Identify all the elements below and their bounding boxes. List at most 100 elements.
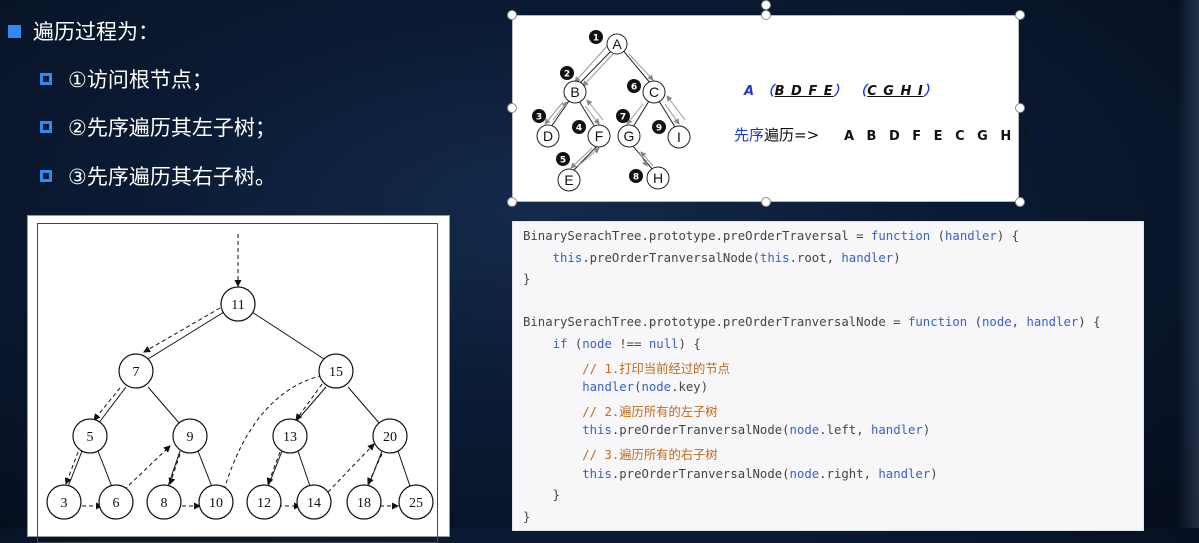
resize-handle-tr[interactable]: [1015, 10, 1025, 20]
tree-node-6: 6: [113, 496, 120, 511]
code-token: }: [523, 488, 561, 503]
code-token: BinarySerachTree.prototype.preOrderTranv…: [523, 315, 908, 330]
hint-right-group: C G H I: [867, 84, 924, 99]
order-mark-8: 8: [629, 169, 643, 183]
hint-root: A: [744, 84, 756, 99]
numeric-tree-svg: 11 7 15 5 9 13 20 3 6 8 10 12 14 18 25: [46, 234, 434, 520]
order-mark-2: 2: [560, 66, 574, 80]
hollow-square-bullet-icon: [40, 121, 52, 133]
numeric-tree-frame: 11 7 15 5 9 13 20 3 6 8 10 12 14 18 25: [37, 223, 438, 543]
node-g: G: [624, 128, 635, 144]
code-line: // 1.打印当前经过的节点: [523, 359, 730, 377]
code-token: node: [982, 315, 1012, 330]
resize-handle-bl[interactable]: [507, 197, 517, 207]
node-i: I: [677, 129, 681, 145]
code-token: ,: [1011, 315, 1027, 330]
tree-node-12: 12: [257, 496, 271, 511]
code-token: this: [582, 466, 612, 481]
preorder-result: 先序遍历=> A B D F E C G H I: [734, 124, 1033, 145]
node-root: A: [612, 36, 622, 52]
code-token: function: [907, 315, 968, 330]
code-token: [523, 467, 582, 481]
tree-node-10: 10: [209, 496, 223, 511]
bullet-step-text: ①访问根节点；: [68, 68, 213, 92]
code-token: [523, 423, 582, 437]
code-token: handler: [841, 250, 894, 265]
code-token: node: [789, 423, 820, 438]
code-token: ) {: [996, 229, 1020, 243]
bullet-step-text: ②先序遍历其左子树；: [68, 116, 276, 140]
tree-node-18: 18: [357, 496, 371, 511]
hint-close-2: ）: [923, 84, 938, 99]
node-e: E: [564, 172, 573, 188]
code-token: null: [648, 337, 679, 351]
resize-handle-tl[interactable]: [507, 10, 517, 20]
resize-handle-mr[interactable]: [1015, 103, 1025, 113]
code-token: node: [582, 337, 612, 351]
code-token: this: [552, 250, 583, 265]
result-label-suffix: 遍历=>: [764, 126, 820, 144]
svg-text:8: 8: [633, 173, 639, 183]
resize-handle-ml[interactable]: [507, 103, 517, 113]
preorder-diagram-panel[interactable]: A B C D F G I E H 1 2 3 4 5 6 7 8 9: [512, 15, 1019, 202]
code-token: [523, 380, 582, 394]
bullet-step-1: ①访问根节点；: [40, 64, 213, 94]
tree-node-5: 5: [87, 430, 94, 445]
tree-node-3: 3: [61, 496, 68, 511]
code-token: node: [641, 380, 672, 395]
code-token: }: [523, 272, 531, 287]
code-token: ) {: [678, 337, 701, 351]
svg-text:5: 5: [560, 156, 566, 166]
code-token: .key): [671, 380, 709, 395]
code-block: BinarySerachTree.prototype.preOrderTrave…: [512, 221, 1144, 531]
code-line: }: [523, 488, 560, 502]
code-token: .right,: [819, 466, 879, 481]
order-mark-4: 4: [572, 120, 586, 134]
node-f: F: [595, 128, 604, 144]
order-mark-9: 9: [652, 120, 666, 134]
resize-handle-tc[interactable]: [761, 10, 771, 20]
code-token: (: [967, 315, 983, 330]
code-token: function: [870, 229, 931, 243]
tree-node-25: 25: [409, 496, 423, 511]
code-token: (: [567, 337, 583, 351]
code-token: (: [930, 229, 946, 243]
code-token: [523, 337, 553, 351]
hint-close-1: ）: [833, 84, 848, 99]
code-token: [523, 362, 582, 376]
code-token: ): [893, 250, 901, 265]
code-line: this.preOrderTranversalNode(this.root, h…: [523, 251, 901, 265]
hollow-square-bullet-icon: [40, 73, 52, 85]
code-token: node: [789, 466, 820, 481]
order-mark-7: 7: [616, 109, 630, 123]
code-token: ): [930, 466, 938, 481]
svg-text:6: 6: [631, 83, 637, 93]
code-line: BinarySerachTree.prototype.preOrderTrave…: [523, 229, 1019, 243]
preorder-grouping-hint: A （B D F E） （C G H I）: [744, 80, 938, 99]
code-token: .preOrderTranversalNode(: [611, 466, 790, 481]
code-line: // 3.遍历所有的右子树: [523, 445, 717, 463]
code-token: .preOrderTranversalNode(: [611, 423, 790, 438]
code-token: [523, 448, 582, 462]
node-b: B: [570, 84, 579, 100]
resize-handle-bc[interactable]: [761, 197, 771, 207]
order-mark-6: 6: [627, 79, 641, 93]
rotate-handle[interactable]: [761, 0, 771, 10]
code-token: handler: [878, 466, 931, 481]
result-label-prefix: 先序: [734, 126, 765, 144]
code-token: .root,: [789, 250, 842, 265]
code-token: .preOrderTranversalNode(: [582, 250, 760, 265]
code-token: this: [582, 423, 612, 438]
code-line: this.preOrderTranversalNode(node.right, …: [523, 466, 938, 481]
bullet-main: 遍历过程为：: [8, 16, 159, 46]
code-token: .left,: [819, 423, 871, 438]
code-line: }: [523, 272, 530, 286]
code-token: handler: [582, 380, 635, 395]
code-token: handler: [1026, 315, 1079, 330]
order-mark-5: 5: [556, 152, 570, 166]
resize-handle-br[interactable]: [1015, 197, 1025, 207]
code-token: this: [759, 250, 790, 265]
code-line: // 2.遍历所有的左子树: [523, 402, 717, 420]
code-token: ): [922, 423, 931, 438]
code-token: !==: [611, 337, 649, 351]
